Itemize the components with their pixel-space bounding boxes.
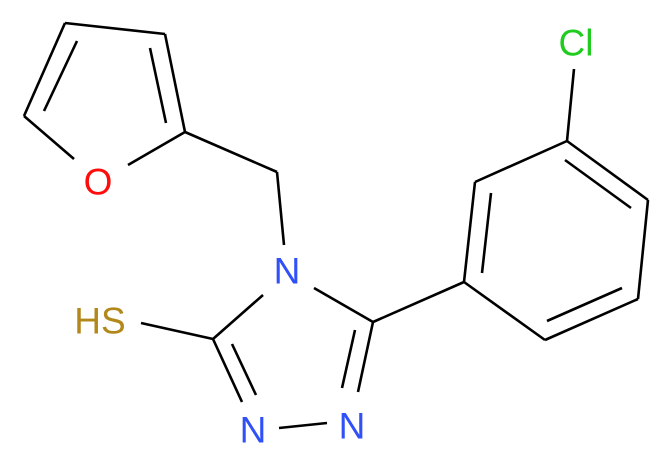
bond-sh	[140, 321, 214, 341]
bond	[463, 280, 546, 342]
bond-ch2-n	[275, 171, 286, 246]
oxygen-label: O	[84, 162, 113, 203]
bond	[566, 139, 649, 202]
n1-label: N	[339, 406, 366, 447]
bond-inner	[230, 343, 258, 396]
bond-ch2	[184, 130, 278, 174]
bond-cl	[565, 68, 576, 142]
bond	[127, 130, 186, 167]
chlorine-label: Cl	[559, 23, 594, 64]
bond	[211, 338, 244, 403]
n4-label: N	[274, 251, 301, 292]
bond-inner	[148, 47, 168, 124]
bond	[163, 33, 187, 133]
bond-inner	[480, 192, 493, 274]
triazole-ring	[211, 286, 375, 430]
bond	[544, 297, 639, 342]
n2-label: N	[240, 410, 267, 451]
bond-inner	[42, 40, 79, 112]
furan-ring	[22, 21, 187, 167]
bond-inner	[340, 329, 357, 389]
bond	[462, 181, 477, 283]
bond	[313, 286, 374, 324]
bond	[474, 139, 568, 184]
bond	[23, 115, 75, 160]
bond	[278, 421, 328, 430]
bond-inner	[564, 158, 632, 210]
benzene-ring	[462, 139, 650, 342]
bond	[22, 22, 67, 117]
bond	[636, 199, 650, 300]
thiol-label: HS	[74, 301, 125, 342]
bond-aryl	[372, 280, 465, 324]
bond	[64, 21, 166, 36]
bond-inner	[546, 286, 623, 323]
bond	[212, 294, 264, 340]
bond	[356, 321, 375, 393]
